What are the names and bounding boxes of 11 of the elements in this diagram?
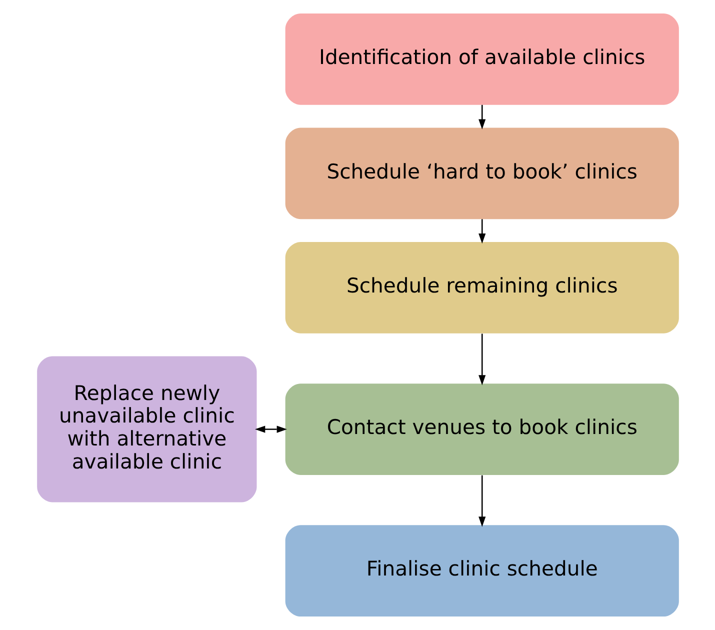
arrow	[478, 475, 486, 527]
node-box: Contact venues to book clinics	[284, 384, 678, 475]
node-box: Finalise clinic schedule	[284, 525, 678, 617]
arrow	[478, 104, 486, 130]
arrow	[478, 219, 486, 244]
node-box: Schedule remaining clinics	[284, 242, 678, 334]
node-box: Replace newly unavailable clinic with alternative available clinic	[36, 356, 256, 502]
node-box: Schedule ‘hard to book’ clinics	[284, 128, 678, 220]
arrow	[254, 426, 286, 433]
node-box: Identification of available clinics	[284, 13, 678, 105]
arrow	[478, 334, 486, 386]
